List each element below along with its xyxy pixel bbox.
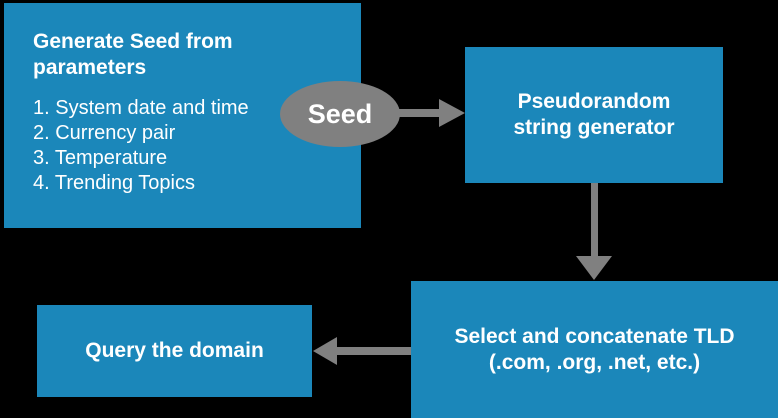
parameter-item-trending-topics: 4. Trending Topics	[33, 172, 195, 194]
parameter-list: 1. System date and time 2. Currency pair…	[33, 96, 341, 196]
arrow-tld-to-query-head-icon	[313, 337, 337, 365]
generator-label-line2: string generator	[513, 116, 675, 139]
pseudorandom-generator-box: Pseudorandom string generator	[465, 47, 723, 183]
query-domain-box: Query the domain	[37, 305, 312, 397]
generator-label-line1: Pseudorandom	[517, 90, 671, 113]
arrow-generator-to-tld-shaft	[591, 183, 598, 258]
tld-label-line1: Select and concatenate TLD	[454, 324, 735, 348]
parameter-item-currency-pair: 2. Currency pair	[33, 122, 176, 144]
arrow-seed-to-generator-head-icon	[439, 99, 465, 127]
arrow-tld-to-query-shaft	[336, 347, 411, 355]
query-domain-label: Query the domain	[85, 339, 264, 362]
tld-label-line2: (.com, .org, .net, etc.)	[488, 350, 701, 374]
parameter-item-system-date-time: 1. System date and time	[33, 97, 249, 119]
parameter-item-temperature: 3. Temperature	[33, 147, 168, 169]
generate-seed-title: Generate Seed from parameters	[33, 30, 233, 79]
seed-label: Seed	[307, 98, 373, 129]
arrow-seed-to-generator-shaft	[395, 109, 440, 117]
select-concatenate-tld-box: Select and concatenate TLD (.com, .org, …	[411, 281, 778, 418]
arrow-generator-to-tld-head-icon	[576, 256, 612, 280]
seed-ellipse: Seed	[280, 81, 400, 147]
